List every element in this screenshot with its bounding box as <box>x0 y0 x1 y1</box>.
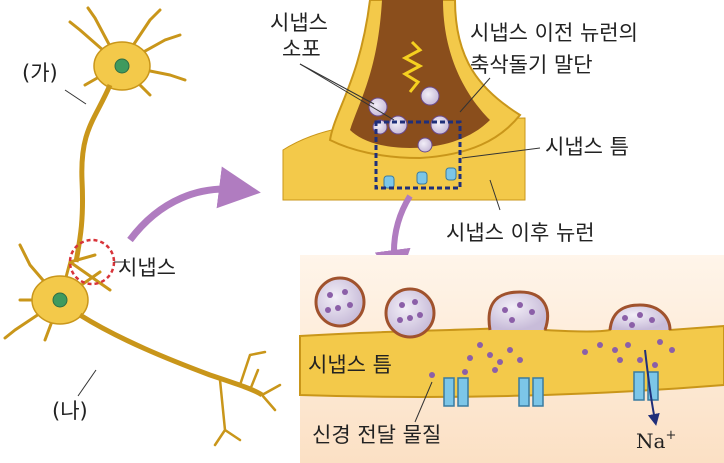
neurotransmitter-molecule <box>347 302 353 308</box>
leader-cleft <box>461 147 541 159</box>
neurotransmitter-molecule <box>467 355 473 361</box>
neurotransmitter-molecule <box>335 305 341 311</box>
neurotransmitter-molecule <box>502 307 508 313</box>
label-sodium-ion: Na+ <box>636 428 676 453</box>
label-neuron-b: (나) <box>52 399 88 423</box>
zoom-arrow-1 <box>127 166 261 243</box>
neurotransmitter-molecule <box>625 342 631 348</box>
leader-axon-terminal <box>459 77 491 113</box>
cleft-detail-panel <box>299 255 724 463</box>
neurotransmitter-molecule <box>517 302 523 308</box>
neuron-a <box>68 6 187 263</box>
label-axon-terminal-1: 시냅스 이전 뉴런의 <box>470 21 638 45</box>
neurotransmitter-molecule <box>657 339 663 345</box>
label-synaptic-cleft-top: 시냅스 틈 <box>545 135 629 159</box>
nucleus-a <box>114 58 130 74</box>
neurotransmitter-molecule <box>407 315 413 321</box>
label-vesicle-2: 소포 <box>282 37 321 61</box>
label-postsynaptic-neuron: 시냅스 이후 뉴런 <box>446 221 595 245</box>
leader-postsynaptic <box>489 179 501 211</box>
presynaptic-panel <box>282 0 526 201</box>
label-vesicle-1: 시냅스 <box>270 11 328 35</box>
neurotransmitter-molecule <box>612 347 618 353</box>
neurotransmitter-molecule <box>477 342 483 348</box>
neurotransmitter-molecule <box>507 347 513 353</box>
leader-vesicle-1 <box>299 63 375 105</box>
neurotransmitter-molecule <box>327 292 333 298</box>
label-synapse: 시냅스 <box>118 256 176 280</box>
label-axon-terminal-2: 축삭돌기 말단 <box>470 53 593 77</box>
neurotransmitter-molecule <box>637 312 643 318</box>
selection-box <box>374 120 462 190</box>
sodium-flow-arrow <box>644 349 660 426</box>
neurotransmitter-molecule <box>517 357 523 363</box>
label-neuron-a: (가) <box>22 61 58 85</box>
action-potential-icon <box>401 40 424 93</box>
neurotransmitter-molecule <box>509 317 515 323</box>
neurotransmitter-molecule <box>462 369 468 375</box>
neurotransmitter-molecule <box>412 299 418 305</box>
leader-neurotransmitter <box>414 381 433 423</box>
neurotransmitter-molecule <box>582 349 588 355</box>
neurotransmitter-molecule <box>652 362 658 368</box>
neurotransmitter-molecule <box>637 357 643 363</box>
neurotransmitter-molecule <box>417 312 423 318</box>
neurotransmitter-molecule <box>529 309 535 315</box>
label-synaptic-cleft-bottom: 시냅스 틈 <box>308 353 392 377</box>
neurotransmitter-molecule <box>487 352 493 358</box>
sodium-charge: + <box>665 428 676 443</box>
neurotransmitter-molecule <box>492 367 498 373</box>
neurotransmitter-molecule <box>429 372 435 378</box>
nucleus-b <box>52 292 68 308</box>
label-neurotransmitter: 신경 전달 물질 <box>312 423 441 447</box>
neurotransmitter-molecule <box>669 347 675 353</box>
leader-vesicle-2 <box>299 63 395 121</box>
neurotransmitter-molecule <box>497 359 503 365</box>
neurotransmitter-molecule <box>649 317 655 323</box>
neurotransmitter-molecule <box>399 302 405 308</box>
sodium-symbol: Na <box>636 429 666 453</box>
neurotransmitter-molecule <box>629 322 635 328</box>
neurotransmitter-molecule <box>397 317 403 323</box>
neurotransmitter-molecule <box>342 289 348 295</box>
neurotransmitter-molecule <box>597 342 603 348</box>
neurotransmitter-molecule <box>325 307 331 313</box>
neurotransmitter-molecule <box>622 315 628 321</box>
leader-a <box>64 89 87 105</box>
leader-b <box>77 369 97 397</box>
neurotransmitter-molecule <box>617 357 623 363</box>
